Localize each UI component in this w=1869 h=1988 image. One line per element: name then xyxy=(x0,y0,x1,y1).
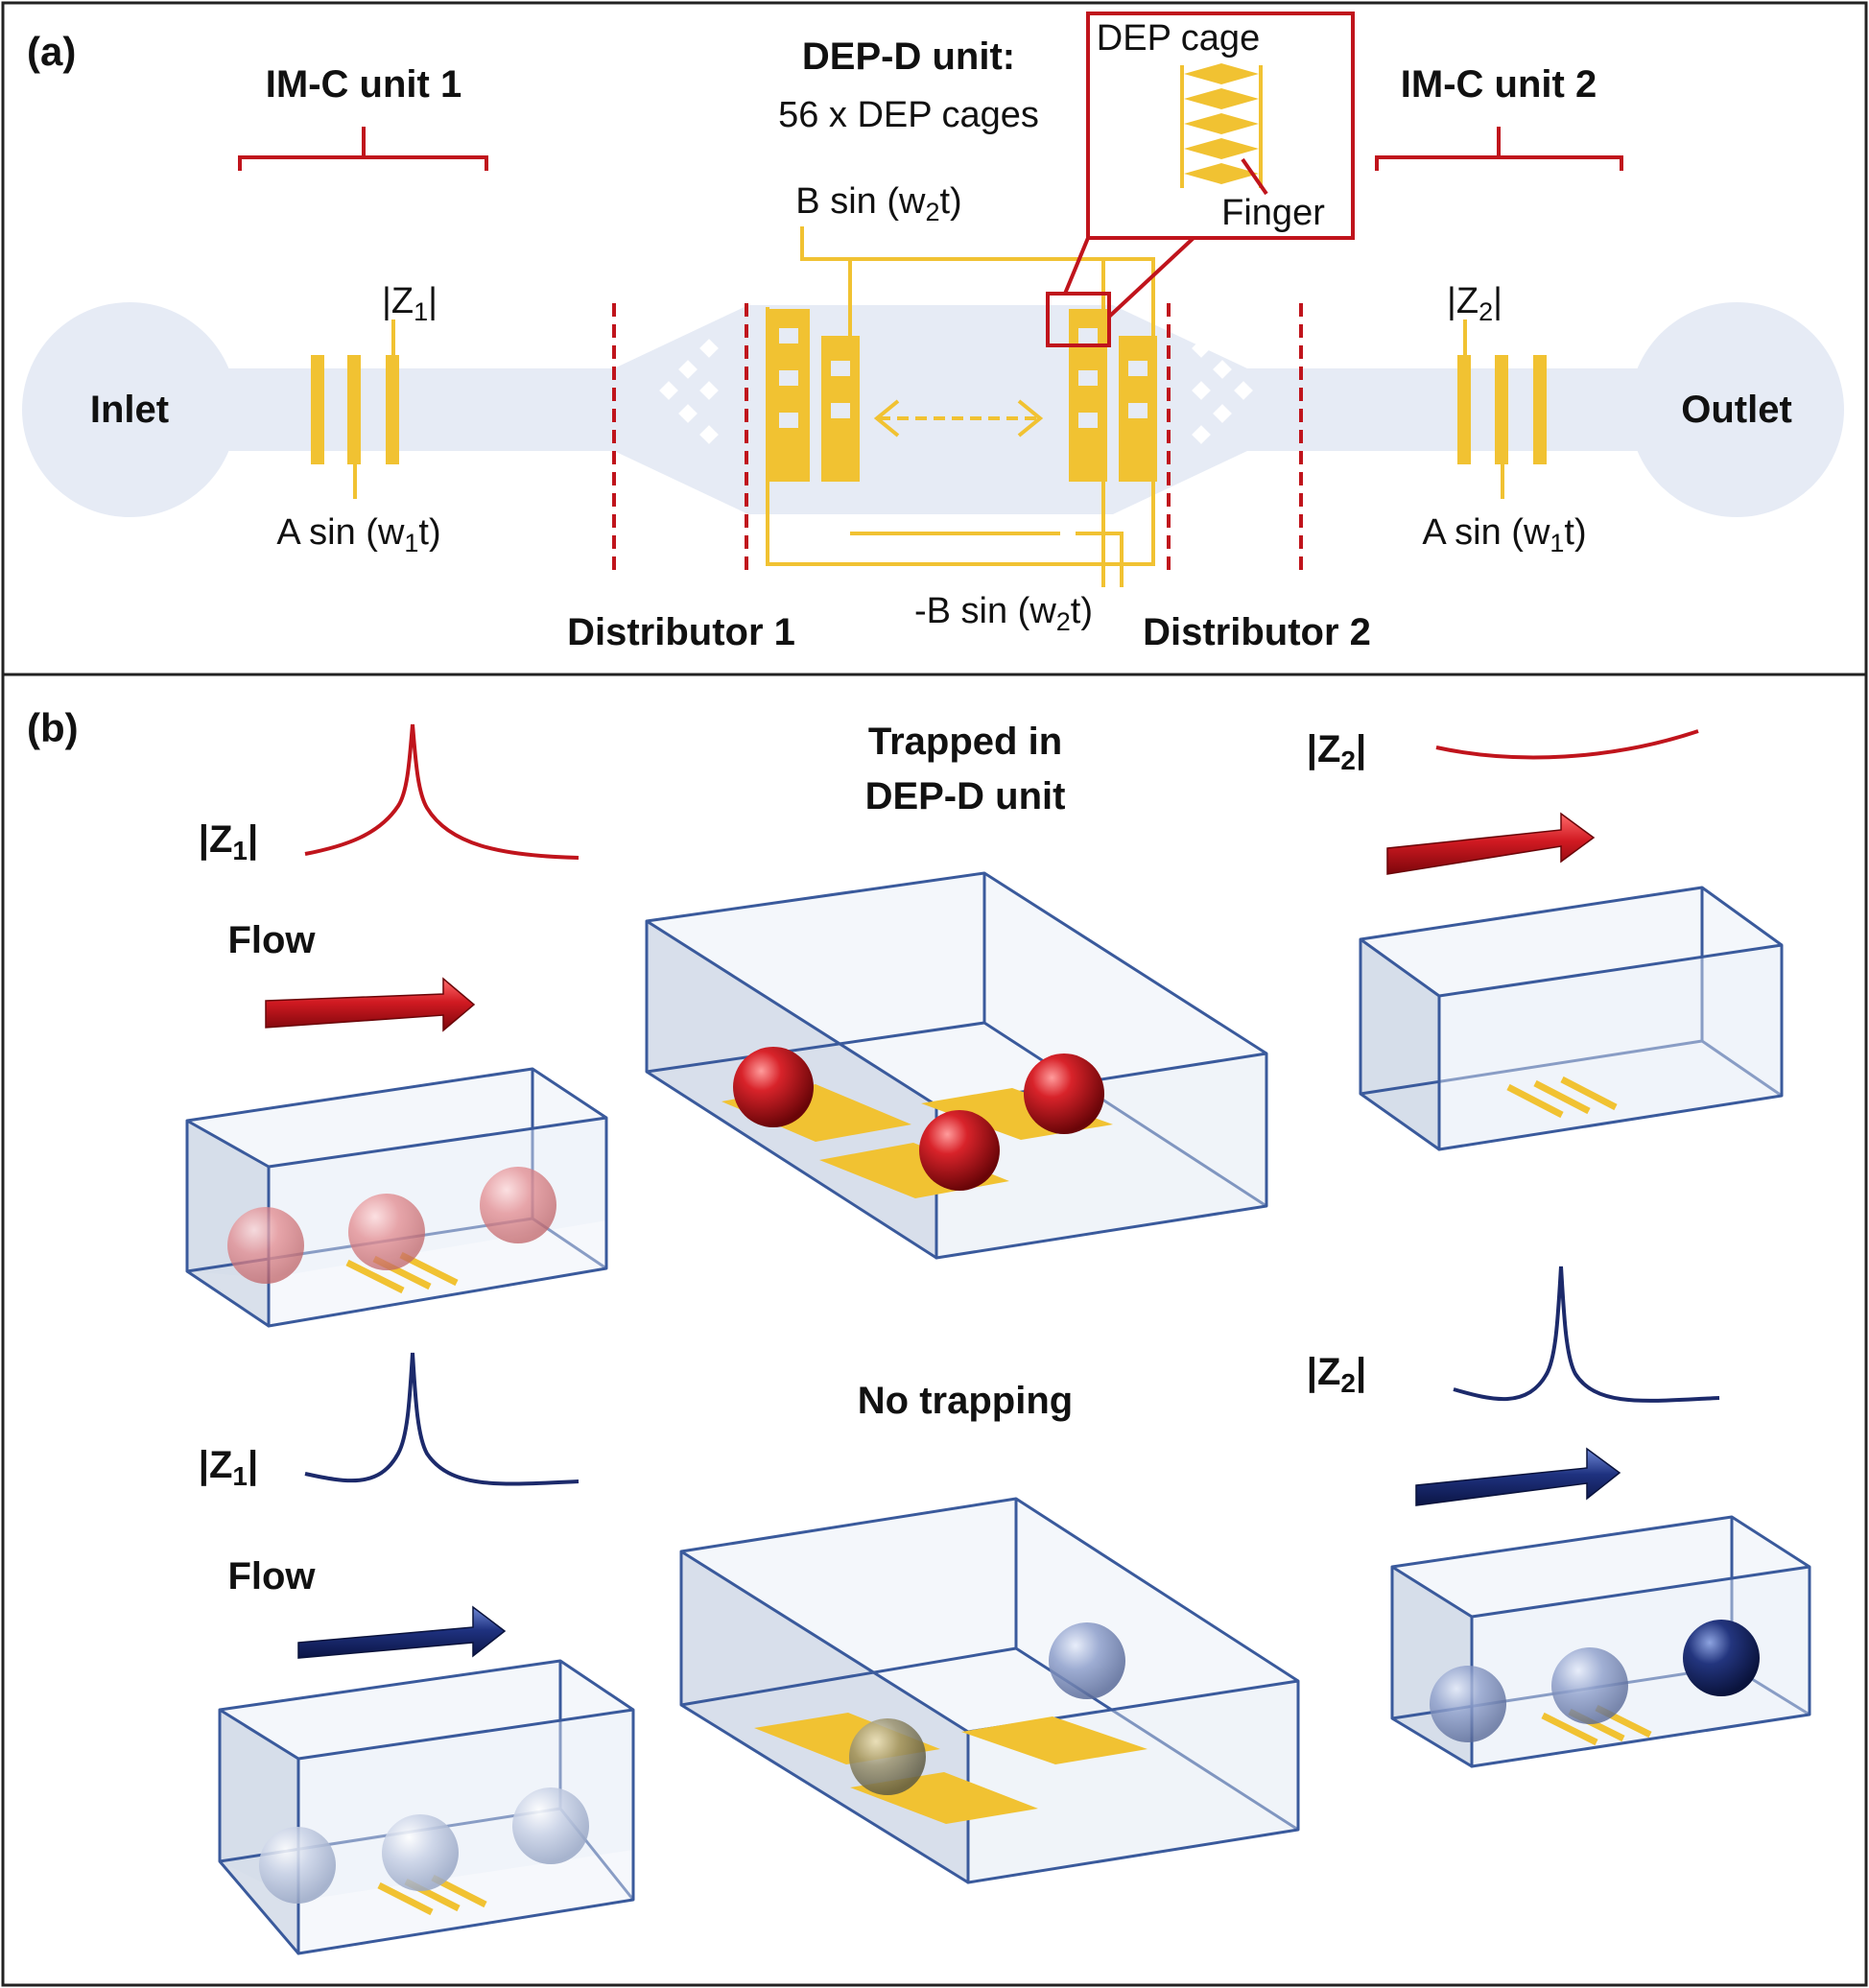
dep-movement-arrow xyxy=(873,399,1044,438)
signal-negb-label: -B sin (w2t) xyxy=(914,591,1093,636)
z2-top-label: |Z2| xyxy=(1307,728,1366,775)
microfluidic-channel xyxy=(22,302,1844,517)
inset-cage-drawing xyxy=(1180,63,1263,188)
particle-red-trapped-3 xyxy=(919,1110,1000,1191)
signal-a-label-1: A sin (w1t) xyxy=(276,512,440,557)
imc-unit2-label: IM-C unit 2 xyxy=(1401,63,1597,106)
imc-unit1-bracket xyxy=(238,127,488,171)
distributor-pillars xyxy=(659,339,1253,444)
z1-bottom-label: |Z1| xyxy=(199,1444,258,1491)
channel-box-top-right xyxy=(1359,886,1784,1151)
dep-cage-highlight xyxy=(1046,292,1111,347)
finger-pointer xyxy=(1241,157,1268,196)
inset-connector-1 xyxy=(1063,237,1090,295)
flow-label-top: Flow xyxy=(227,919,316,961)
signal-b-label: B sin (w2t) xyxy=(795,181,961,226)
particle-navy-solid xyxy=(1683,1620,1760,1696)
particle-red-faint-2 xyxy=(348,1194,425,1270)
dep-cage-windows xyxy=(779,328,1147,428)
panel-b-label: (b) xyxy=(27,705,79,750)
no-trapping-label: No trapping xyxy=(858,1380,1073,1422)
z1-top-curve xyxy=(304,723,580,860)
imc-unit2-electrodes xyxy=(1457,320,1547,499)
particle-blue-faint-3 xyxy=(512,1787,589,1864)
particle-red-trapped-2 xyxy=(1024,1053,1104,1134)
dep-unit-sub: 56 x DEP cages xyxy=(778,95,1039,135)
particle-blue-faint-4 xyxy=(1430,1666,1506,1742)
z1-top-label: |Z1| xyxy=(199,818,258,865)
flow-arrow-red-right xyxy=(1386,812,1596,875)
particle-blue-faint-2 xyxy=(382,1814,459,1891)
flow-arrow-red-left xyxy=(265,977,476,1032)
inlet-label: Inlet xyxy=(90,389,169,431)
trapped-label-1: Trapped in xyxy=(868,721,1062,763)
flow-arrow-navy-left xyxy=(297,1605,507,1659)
particle-red-faint-1 xyxy=(227,1207,304,1284)
particle-red-trapped-1 xyxy=(733,1047,814,1127)
particle-blue-faint-5 xyxy=(1551,1647,1628,1724)
flow-label-bottom: Flow xyxy=(227,1555,316,1598)
outlet-label: Outlet xyxy=(1681,389,1792,431)
z1-label: |Z1| xyxy=(382,281,438,326)
z1-bottom-curve xyxy=(304,1352,580,1486)
panel-b-frame xyxy=(1,673,1868,1987)
flow-arrow-navy-right xyxy=(1415,1447,1621,1506)
z2-top-curve xyxy=(1435,729,1699,760)
z2-bottom-curve xyxy=(1453,1266,1720,1403)
dep-unit-label: DEP-D unit: xyxy=(802,36,1015,78)
distributor-boundaries xyxy=(612,303,1303,572)
dep-chamber-bottom xyxy=(679,1497,1300,1884)
imc-unit1-label: IM-C unit 1 xyxy=(266,63,461,106)
distributor1-label: Distributor 1 xyxy=(567,611,795,653)
particle-red-faint-3 xyxy=(480,1167,556,1243)
finger-label: Finger xyxy=(1221,193,1325,233)
particle-blue-passing-1 xyxy=(849,1718,926,1795)
trapped-label-2: DEP-D unit xyxy=(865,775,1066,817)
inset-connector-2 xyxy=(1107,236,1195,319)
imc-electrodes-top-right xyxy=(1506,1076,1618,1119)
z2-label: |Z2| xyxy=(1447,281,1502,326)
particle-blue-passing-2 xyxy=(1049,1622,1125,1699)
imc-unit2-bracket xyxy=(1375,127,1623,171)
imc-unit1-electrodes xyxy=(311,320,399,499)
panel-a-label: (a) xyxy=(27,29,76,74)
distributor2-label: Distributor 2 xyxy=(1143,611,1371,653)
signal-a-label-2: A sin (w1t) xyxy=(1422,512,1586,557)
particle-blue-faint-1 xyxy=(259,1827,336,1904)
z2-bottom-label: |Z2| xyxy=(1307,1351,1366,1398)
dep-cage-label: DEP cage xyxy=(1097,18,1260,59)
